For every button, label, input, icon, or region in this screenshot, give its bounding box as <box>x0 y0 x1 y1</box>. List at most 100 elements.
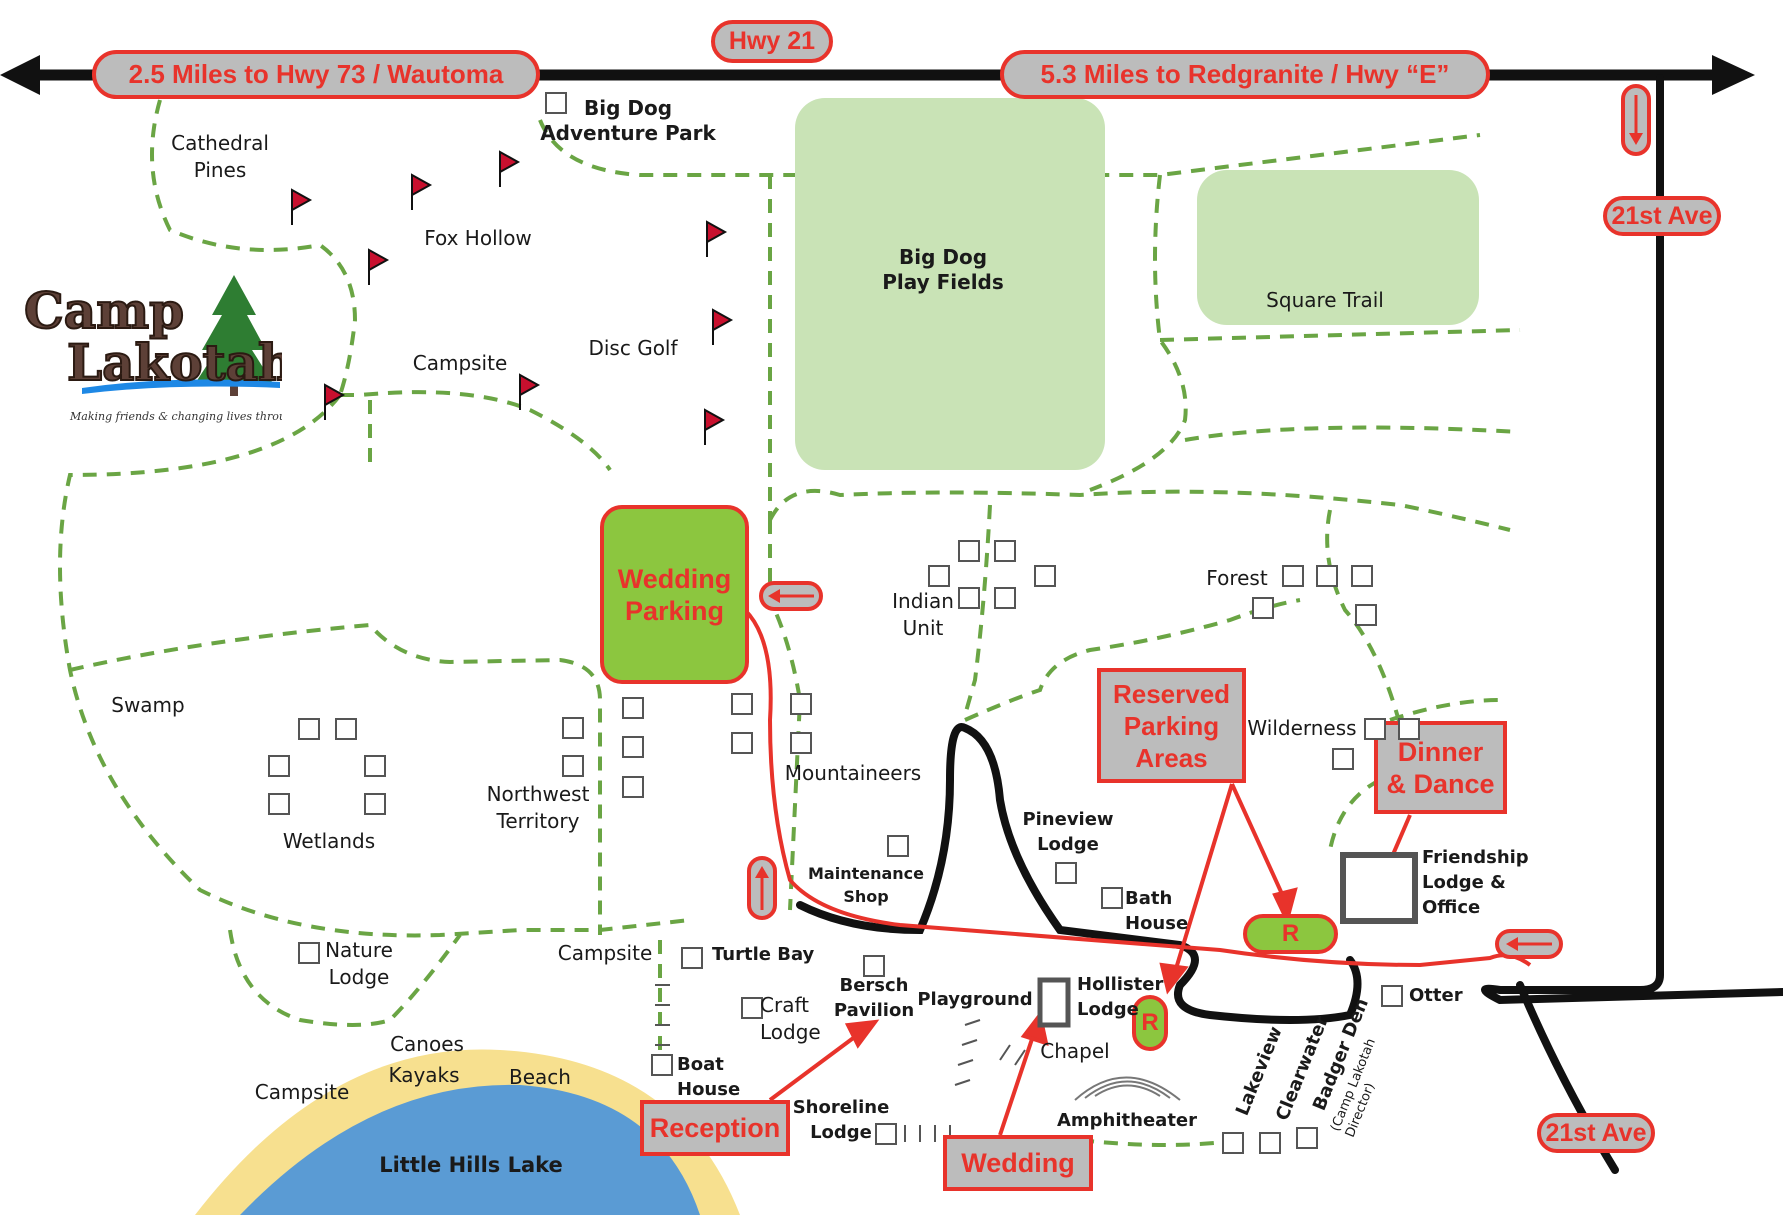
square-trail-label: Square Trail <box>1266 288 1384 312</box>
cabin-icon <box>1355 604 1377 626</box>
nature-lodge[interactable]: Nature Lodge <box>325 938 393 989</box>
otter[interactable]: Otter <box>1409 985 1463 1006</box>
amphitheater-arcs <box>1074 1076 1181 1101</box>
boat-house[interactable]: Boat House <box>677 1054 741 1100</box>
21st-ave-sign-lower: 21st Ave <box>1537 1113 1655 1153</box>
dinner-dance-sign[interactable]: Dinner & Dance <box>1374 721 1507 814</box>
campsite-lake[interactable]: Campsite <box>254 1080 350 1104</box>
square-trail-field <box>1197 170 1479 325</box>
21st-ave-sign-upper: 21st Ave <box>1603 196 1721 236</box>
west-direction-sign: 2.5 Miles to Hwy 73 / Wautoma <box>92 50 540 99</box>
cabin-icon <box>1398 718 1420 740</box>
cabin-icon <box>1316 565 1338 587</box>
canoes[interactable]: Canoes <box>390 1032 464 1056</box>
cabin-icon <box>622 736 644 758</box>
reserved-marker-road[interactable]: R <box>1243 914 1338 954</box>
cabin-icon <box>622 697 644 719</box>
cabin-icon <box>958 587 980 609</box>
little-hills-lake[interactable]: Little Hills Lake <box>379 1153 563 1177</box>
hollister-lodge[interactable]: Hollister Lodge <box>1077 974 1164 1020</box>
big-dog-adventure-park[interactable]: Big Dog Adventure Park <box>540 96 716 145</box>
hollister-lodge-building <box>1037 977 1071 1028</box>
playground[interactable]: Playground <box>917 989 1033 1010</box>
campsite-mid[interactable]: Campsite <box>557 941 653 965</box>
cabin-icon <box>651 1054 673 1076</box>
cabin-icon <box>1282 565 1304 587</box>
shoreline-lodge[interactable]: Shoreline Lodge <box>792 1097 890 1143</box>
cabin-icon <box>1381 985 1403 1007</box>
cabin-icon <box>928 565 950 587</box>
bersch-pavilion[interactable]: Bersch Pavilion <box>833 975 915 1021</box>
fox-hollow[interactable]: Fox Hollow <box>424 226 532 250</box>
cabin-icon <box>1351 565 1373 587</box>
pineview-lodge[interactable]: Pineview Lodge <box>1022 809 1114 855</box>
kayaks[interactable]: Kayaks <box>388 1063 460 1087</box>
turtle-bay[interactable]: Turtle Bay <box>712 944 815 965</box>
cabin-icon <box>1296 1127 1318 1149</box>
left-arrow-sign-road <box>1495 929 1563 959</box>
cabin-icon <box>731 693 753 715</box>
amphitheater[interactable]: Amphitheater <box>1056 1110 1198 1131</box>
cabin-icon <box>887 835 909 857</box>
cabin-icon <box>681 947 703 969</box>
beach-label[interactable]: Beach <box>509 1065 571 1089</box>
cabin-icon <box>731 732 753 754</box>
forest[interactable]: Forest <box>1206 566 1268 590</box>
cabin-icon <box>1332 748 1354 770</box>
cabin-icon <box>268 793 290 815</box>
cabin-icon <box>1222 1132 1244 1154</box>
chapel[interactable]: Chapel <box>1040 1039 1110 1063</box>
wedding-sign[interactable]: Wedding <box>943 1135 1093 1191</box>
cabin-icon <box>875 1123 897 1145</box>
campsite-north[interactable]: Campsite <box>412 351 508 375</box>
cabin-icon <box>958 540 980 562</box>
left-arrow-sign-parking <box>759 581 823 611</box>
arrow-left-icon <box>1506 937 1552 951</box>
wilderness[interactable]: Wilderness <box>1247 716 1357 740</box>
bath-house[interactable]: Bath House <box>1125 888 1189 934</box>
reception-sign[interactable]: Reception <box>640 1100 790 1156</box>
big-dog-play-fields <box>795 98 1105 470</box>
lake <box>240 1084 700 1215</box>
driving-route <box>743 608 1532 968</box>
cathedral-pines[interactable]: Cathedral Pines <box>171 131 269 182</box>
craft-lodge[interactable]: Craft Lodge <box>760 993 821 1044</box>
cabin-icon <box>268 755 290 777</box>
big-dog-adventure-cabin <box>545 92 567 114</box>
maintenance-shop[interactable]: Maintenance Shop <box>807 864 925 906</box>
disc-golf[interactable]: Disc Golf <box>588 336 678 360</box>
indian-unit[interactable]: Indian Unit <box>892 589 954 640</box>
disc-golf-flags <box>291 150 734 445</box>
arrow-left-icon <box>768 589 814 603</box>
svg-text:Camp: Camp <box>24 281 184 340</box>
cabin-icon <box>790 693 812 715</box>
cabin-icon <box>1034 565 1056 587</box>
cabin-icon <box>622 776 644 798</box>
swamp[interactable]: Swamp <box>111 693 185 717</box>
mountaineers[interactable]: Mountaineers <box>784 761 922 785</box>
trails <box>58 99 1521 1147</box>
wedding-parking-sign[interactable]: Wedding Parking <box>600 505 749 684</box>
cabin-icon <box>562 755 584 777</box>
cabin-icon <box>994 540 1016 562</box>
east-direction-sign: 5.3 Miles to Redgranite / Hwy “E” <box>1000 50 1490 99</box>
reserved-parking-sign[interactable]: Reserved Parking Areas <box>1097 668 1246 783</box>
down-arrow-sign <box>1621 84 1651 156</box>
cabin-icon <box>335 718 357 740</box>
cabin-icon <box>1252 597 1274 619</box>
arrow-up-icon <box>755 866 769 910</box>
wetlands[interactable]: Wetlands <box>282 829 376 853</box>
cabin-icon <box>364 755 386 777</box>
arrow-down-icon <box>1629 95 1643 145</box>
svg-text:Making friends & changing live: Making friends & changing lives through … <box>69 410 282 423</box>
cabin-icon <box>863 955 885 977</box>
big-dog-play-fields-label: Big Dog Play Fields <box>882 245 1004 294</box>
northwest-territory[interactable]: Northwest Territory <box>486 782 590 833</box>
cabin-icon <box>1259 1132 1281 1154</box>
cabin-icon <box>298 942 320 964</box>
reserved-marker-hollister[interactable]: R <box>1132 995 1168 1051</box>
friendship-lodge-building <box>1340 852 1418 924</box>
tick-marks <box>655 984 1026 1142</box>
friendship-lodge[interactable]: Friendship Lodge & Office <box>1422 847 1529 918</box>
cabin-icon <box>562 717 584 739</box>
